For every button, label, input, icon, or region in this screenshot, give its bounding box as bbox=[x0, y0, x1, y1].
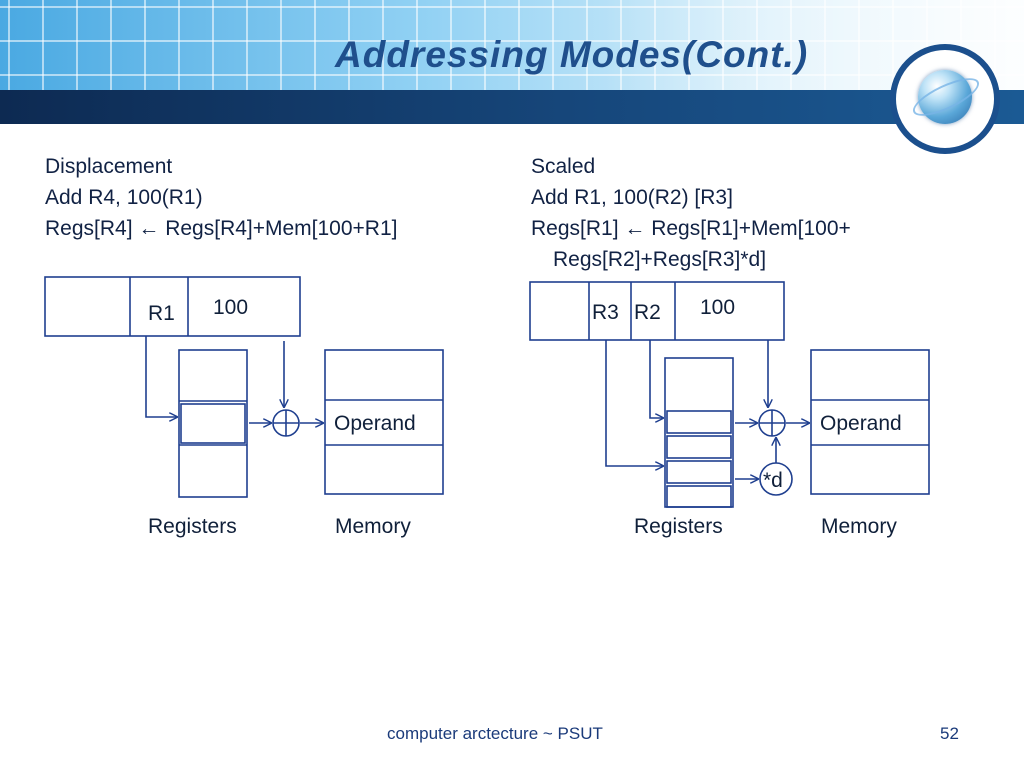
register-slot bbox=[666, 485, 732, 508]
scaled-heading: Scaled bbox=[531, 155, 596, 178]
displacement-field-register: R1 bbox=[148, 302, 175, 325]
displacement-diagram bbox=[44, 276, 444, 498]
displacement-field-offset: 100 bbox=[213, 296, 248, 319]
r3-to-register-arrow bbox=[605, 340, 663, 466]
scaled-adder-icon bbox=[758, 409, 786, 437]
footer-text: computer arctecture ~ PSUT bbox=[387, 724, 603, 743]
scaled-memory bbox=[810, 349, 930, 495]
displacement-instruction-format bbox=[44, 276, 301, 337]
scaled-semantics-line2: Regs[R2]+Regs[R3]*d] bbox=[553, 248, 767, 271]
header-band bbox=[0, 90, 1024, 124]
displacement-memory-label: Memory bbox=[335, 515, 411, 538]
scaled-field-index: R3 bbox=[592, 301, 619, 324]
displacement-operand-label: Operand bbox=[334, 412, 416, 435]
r2-to-register-arrow bbox=[649, 340, 663, 418]
displacement-memory bbox=[324, 349, 444, 495]
scaled-register-file bbox=[664, 357, 734, 508]
scaled-operand-label: Operand bbox=[820, 412, 902, 435]
register-file-outline bbox=[178, 349, 248, 498]
scaled-instruction: Add R1, 100(R2) [R3] bbox=[531, 186, 733, 209]
scaled-semantics-line1: Regs[R1] ← Regs[R1]+Mem[100+ bbox=[531, 217, 851, 240]
scaled-field-offset: 100 bbox=[700, 296, 735, 319]
scaled-diagram bbox=[529, 281, 930, 508]
register-slot bbox=[666, 460, 732, 484]
r1-to-register-arrow bbox=[145, 336, 177, 417]
scaled-memory-label: Memory bbox=[821, 515, 897, 538]
page-number: 52 bbox=[940, 724, 959, 743]
register-slot bbox=[666, 410, 732, 434]
displacement-semantics: Regs[R4] ← Regs[R4]+Mem[100+R1] bbox=[45, 217, 398, 240]
scaled-instruction-format bbox=[529, 281, 785, 341]
displacement-register-file bbox=[178, 349, 248, 498]
scale-factor-label: *d bbox=[763, 469, 783, 492]
header-background bbox=[0, 0, 1024, 90]
displacement-instruction: Add R4, 100(R1) bbox=[45, 186, 203, 209]
globe-icon bbox=[918, 70, 972, 124]
slide-title: Addressing Modes(Cont.) bbox=[335, 34, 809, 75]
selected-register bbox=[180, 403, 246, 444]
displacement-adder-icon bbox=[272, 409, 300, 437]
memory-outline bbox=[324, 349, 444, 495]
memory-outline bbox=[810, 349, 930, 495]
scaled-field-base: R2 bbox=[634, 301, 661, 324]
displacement-registers-label: Registers bbox=[148, 515, 237, 538]
displacement-heading: Displacement bbox=[45, 155, 173, 178]
scaled-registers-label: Registers bbox=[634, 515, 723, 538]
register-slot bbox=[666, 435, 732, 459]
